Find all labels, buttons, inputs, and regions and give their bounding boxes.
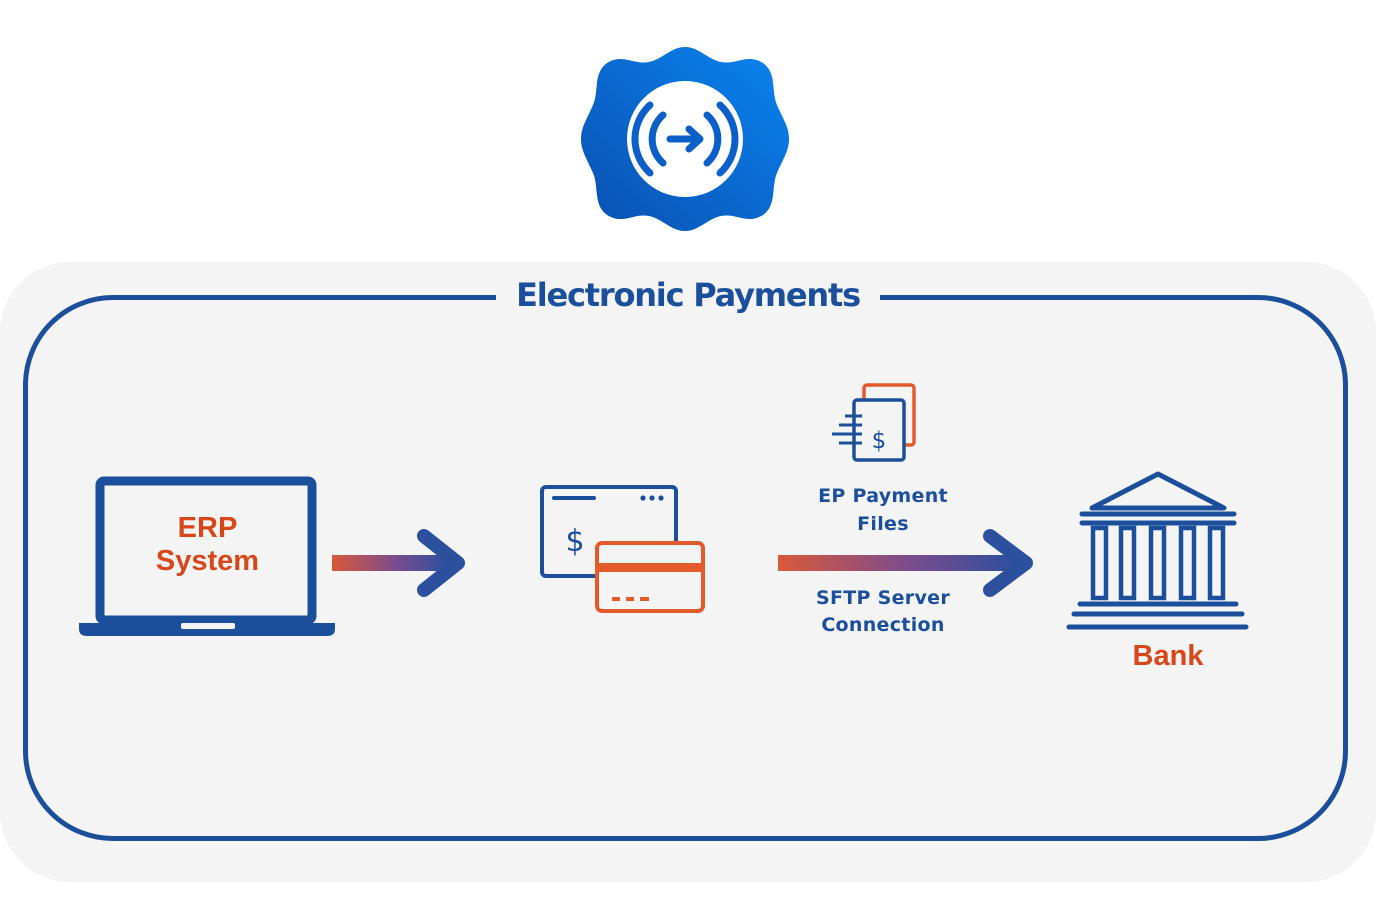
svg-text:$: $ (872, 428, 887, 454)
bank-icon (1066, 471, 1249, 630)
arrow-erp-to-payments (332, 529, 465, 597)
svg-text:$: $ (565, 524, 584, 559)
erp-system-label: ERP System (120, 512, 295, 578)
logo-gear-icon (581, 47, 789, 231)
laptop-icon (79, 476, 335, 636)
payment-files-line1: EP Payment (818, 485, 948, 507)
diagram-title: Electronic Payments (496, 270, 880, 320)
payment-window-icon: $ (540, 485, 705, 613)
sftp-line1: SFTP Server (815, 587, 951, 609)
erp-label-line1: ERP (177, 512, 238, 544)
credit-card-icon (595, 541, 705, 613)
sftp-connection-label: SFTP Server Connection (790, 585, 976, 639)
payment-files-line2: Files (857, 513, 909, 535)
signal-arrow-icon (631, 101, 739, 177)
payment-files-icon: $ (832, 383, 916, 462)
bank-label: Bank (1132, 640, 1204, 672)
arrow-payments-to-bank (778, 529, 1033, 597)
erp-label-line2: System (155, 545, 260, 577)
sftp-line2: Connection (821, 614, 945, 636)
payment-files-label: EP Payment Files (800, 482, 966, 538)
